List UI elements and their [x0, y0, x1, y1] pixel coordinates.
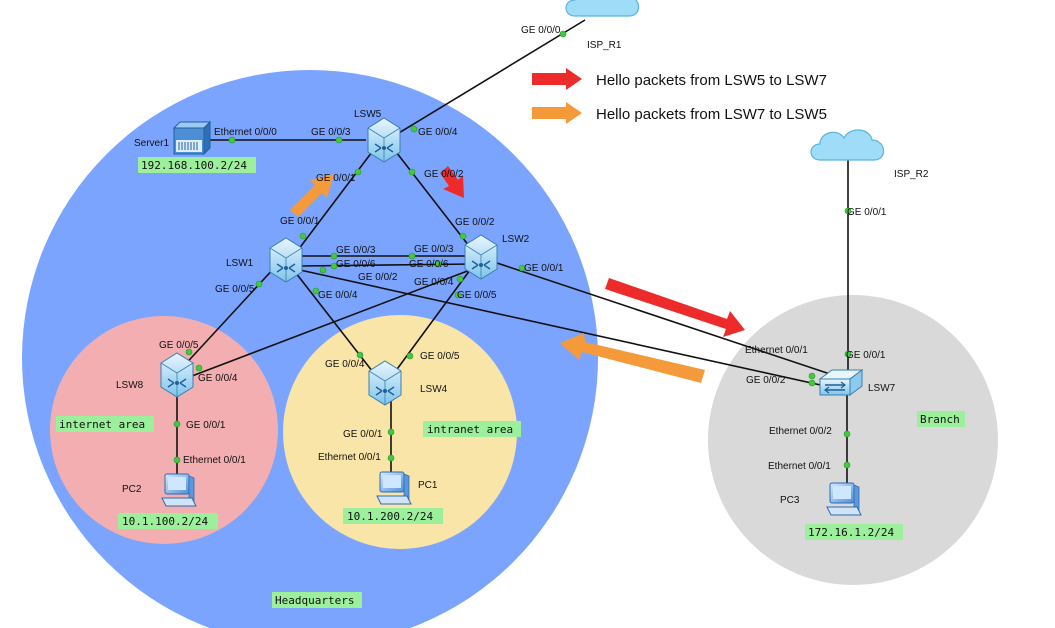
port-label-lsw2-g3: GE 0/0/3 [414, 244, 454, 255]
port-label-lsw1-g6: GE 0/0/6 [336, 259, 376, 270]
isp-r2-cloud-icon [810, 129, 885, 161]
internet-area-tag: internet area [56, 416, 154, 432]
lsw5-label: LSW5 [354, 109, 382, 120]
lsw1-label: LSW1 [226, 258, 254, 269]
port-label-lsw1-g2: GE 0/0/2 [358, 272, 398, 283]
link-lsw1-lsw4 [291, 267, 377, 377]
intranet-area-text: intranet area [427, 423, 513, 436]
internet-area-region [50, 316, 278, 544]
port-label-lsw4-g4: GE 0/0/4 [325, 359, 365, 370]
server1-ip-tag: 192.168.100.2/24 [138, 157, 256, 173]
hello-arrow-red-to-branch [605, 278, 745, 337]
port-label-pc2-eth1: Ethernet 0/0/1 [183, 455, 246, 466]
port-label-lsw1-g4: GE 0/0/4 [318, 290, 358, 301]
pc2-computer-icon [161, 473, 197, 507]
port-label-lsw4-g5: GE 0/0/5 [420, 351, 460, 362]
link-lsw5-lsw1 [291, 147, 376, 259]
legend-red-arrow-icon [532, 68, 582, 90]
port-label-lsw1-g1: GE 0/0/1 [280, 216, 320, 227]
branch-tag: Branch [917, 411, 965, 427]
port-label-lsw1-g5: GE 0/0/5 [215, 284, 255, 295]
internet-area-text: internet area [59, 418, 145, 431]
port-label-lsw8-g5: GE 0/0/5 [159, 340, 199, 351]
hello-arrow-orange-lsw1-lsw5 [290, 174, 334, 217]
port-label-lsw2-g6: GE 0/0/6 [409, 259, 449, 270]
port-label-lsw8-g4: GE 0/0/4 [198, 373, 238, 384]
pc3-label: PC3 [780, 495, 800, 506]
port-label-lsw2-g1: GE 0/0/1 [524, 263, 564, 274]
port-label-isp-r1-g0: GE 0/0/0 [521, 25, 561, 36]
pc1-computer-icon [376, 471, 412, 505]
lsw7-label: LSW7 [868, 383, 896, 394]
pc1-ip-tag: 10.1.200.2/24 [343, 508, 443, 524]
port-label-lsw7-g1: GE 0/0/1 [846, 350, 886, 361]
pc1-ip-text: 10.1.200.2/24 [347, 510, 433, 523]
lsw8-label: LSW8 [116, 380, 144, 391]
port-label-server1-eth0: Ethernet 0/0/0 [214, 127, 277, 138]
link-lsw2-lsw4 [391, 269, 471, 377]
server1-server-icon [173, 121, 211, 155]
isp-r2-label: ISP_R2 [894, 169, 929, 180]
port-label-lsw4-g1: GE 0/0/1 [343, 429, 383, 440]
isp-r1-cloud-icon [565, 0, 640, 17]
legend-red-text: Hello packets from LSW5 to LSW7 [596, 72, 827, 89]
link-lsw1-lsw2-b [299, 263, 475, 267]
pc3-ip-tag: 172.16.1.2/24 [805, 524, 903, 540]
hello-arrow-red-lsw5-lsw2 [440, 166, 464, 198]
lsw4-label: LSW4 [420, 384, 448, 395]
link-lsw2-lsw7 [487, 259, 843, 379]
link-isp-r1-lsw5 [383, 19, 586, 143]
pc2-ip-tag: 10.1.100.2/24 [118, 513, 218, 529]
link-lsw1-lsw7 [299, 269, 826, 387]
isp-r1-label: ISP_R1 [587, 40, 622, 51]
legend-orange-arrow-icon [532, 102, 582, 124]
port-label-lsw7-eth2: Ethernet 0/0/2 [769, 426, 832, 437]
intranet-area-region [283, 315, 517, 549]
lsw8-switch-icon [160, 352, 194, 398]
port-label-lsw5-g2: GE 0/0/2 [424, 169, 464, 180]
links [176, 19, 849, 490]
port-label-isp-r2-g1: GE 0/0/1 [847, 207, 887, 218]
headquarters-tag: Headquarters [272, 592, 362, 608]
lsw2-switch-icon [464, 234, 498, 280]
server1-label: Server1 [134, 138, 169, 149]
pc2-ip-text: 10.1.100.2/24 [122, 515, 208, 528]
pc3-ip-text: 172.16.1.2/24 [808, 526, 894, 539]
branch-region [708, 295, 998, 585]
legend-orange-text: Hello packets from LSW7 to LSW5 [596, 106, 827, 123]
port-label-lsw1-g3: GE 0/0/3 [336, 245, 376, 256]
port-label-lsw8-g1: GE 0/0/1 [186, 420, 226, 431]
port-label-lsw5-g1: GE 0/0/1 [316, 173, 356, 184]
lsw1-switch-icon [269, 237, 303, 283]
headquarters-text: Headquarters [275, 594, 354, 607]
port-label-lsw7-eth1: Ethernet 0/0/1 [745, 345, 808, 356]
pc1-label: PC1 [418, 480, 438, 491]
port-label-lsw5-g3: GE 0/0/3 [311, 127, 351, 138]
lsw5-switch-icon [367, 117, 401, 163]
port-label-lsw2-g5: GE 0/0/5 [457, 290, 497, 301]
port-label-lsw2-g2: GE 0/0/2 [455, 217, 495, 228]
port-label-lsw2-g4: GE 0/0/4 [414, 277, 454, 288]
pc3-computer-icon [826, 482, 862, 516]
link-lsw2-lsw8 [191, 269, 471, 377]
port-label-pc1-eth1: Ethernet 0/0/1 [318, 452, 381, 463]
port-label-pc3-eth1: Ethernet 0/0/1 [768, 461, 831, 472]
lsw4-switch-icon [368, 360, 402, 406]
branch-text: Branch [920, 413, 960, 426]
port-markers [173, 30, 852, 469]
lsw2-label: LSW2 [502, 234, 530, 245]
intranet-area-tag: intranet area [423, 421, 521, 437]
port-label-lsw7-g2: GE 0/0/2 [746, 375, 786, 386]
hello-arrow-orange-from-branch [560, 333, 705, 383]
lsw7-switch-icon [819, 369, 863, 396]
port-label-lsw5-g4: GE 0/0/4 [418, 127, 458, 138]
pc2-label: PC2 [122, 484, 142, 495]
server1-ip-text: 192.168.100.2/24 [141, 159, 247, 172]
